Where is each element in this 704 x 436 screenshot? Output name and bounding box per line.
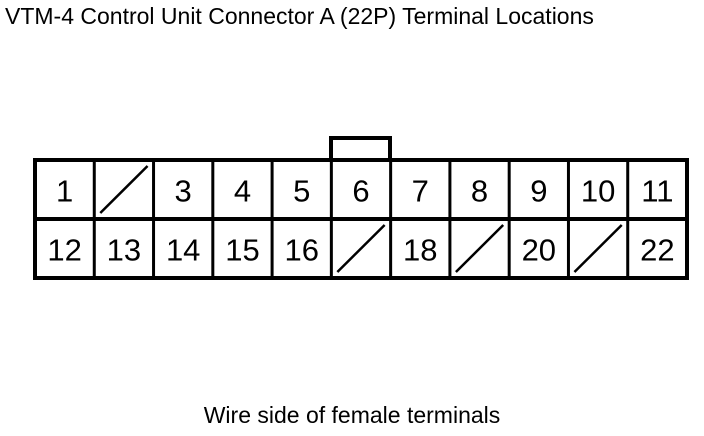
- terminal-number: 12: [47, 233, 81, 268]
- terminal-number: 10: [581, 174, 615, 209]
- empty-terminal-slash: [336, 224, 386, 273]
- terminal-number: 13: [107, 233, 141, 268]
- terminal-number: 3: [175, 174, 192, 209]
- terminal-number: 22: [640, 233, 674, 268]
- empty-terminal-slash: [99, 165, 149, 214]
- terminal-number: 8: [471, 174, 488, 209]
- terminal-number: 15: [225, 233, 259, 268]
- terminal-number: 4: [234, 174, 251, 209]
- empty-terminal-slash: [573, 224, 623, 273]
- diagram-title: VTM-4 Control Unit Connector A (22P) Ter…: [5, 3, 594, 29]
- empty-terminal-slash: [455, 224, 505, 273]
- terminal-number: 18: [403, 233, 437, 268]
- terminal-number: 1: [56, 174, 73, 209]
- terminal-number: 6: [352, 174, 369, 209]
- terminal-number: 11: [641, 174, 673, 209]
- terminal-number: 7: [412, 174, 429, 209]
- terminal-number: 20: [522, 233, 556, 268]
- terminal-number: 16: [284, 233, 318, 268]
- terminal-number: 5: [293, 174, 310, 209]
- connector-lock-tab: [329, 136, 392, 160]
- terminal-number: 14: [166, 233, 200, 268]
- terminal-number: 9: [530, 174, 547, 209]
- diagram-caption: Wire side of female terminals: [203, 402, 501, 428]
